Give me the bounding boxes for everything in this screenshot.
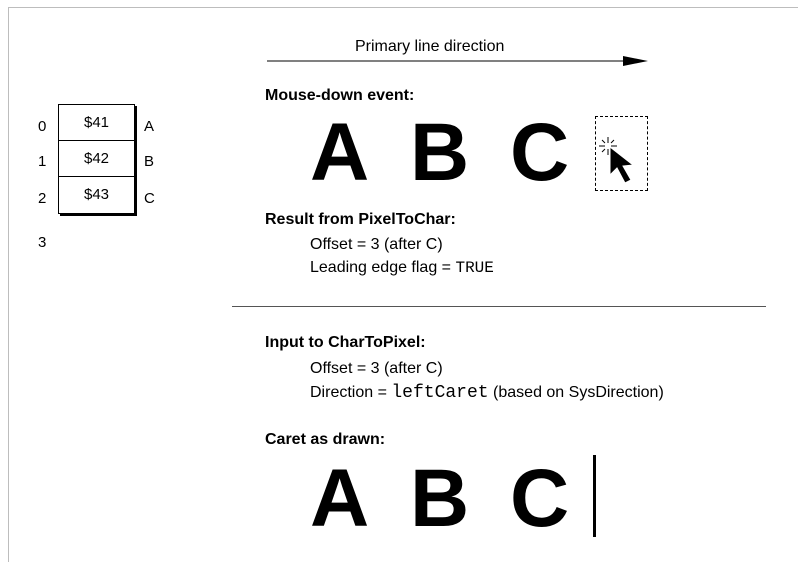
frame-top-border: [8, 7, 798, 8]
mouse-down-heading: Mouse-down event:: [265, 87, 415, 104]
row-index: 0: [38, 118, 47, 135]
row-index: 1: [38, 153, 47, 170]
direction-prefix: Direction =: [310, 384, 392, 401]
caret-letter-a: A: [310, 453, 370, 544]
row-index: 2: [38, 190, 47, 207]
direction-line: Direction = leftCaret (based on SysDirec…: [310, 384, 664, 402]
leading-edge-label: Leading edge flag =: [310, 259, 456, 276]
section-divider: [232, 306, 766, 307]
direction-arrow: [267, 56, 648, 66]
frame-left-border: [8, 7, 9, 562]
table-row: $43: [83, 186, 110, 203]
caret-marker: [593, 455, 596, 537]
table-row: $41: [59, 105, 134, 141]
row-char: B: [144, 153, 155, 170]
click-area-box: [595, 116, 648, 191]
leading-edge-value: TRUE: [455, 259, 494, 277]
cursor-click-icon: [599, 137, 635, 184]
mouse-letter-b: B: [410, 107, 470, 198]
caret-letter-b: B: [410, 453, 470, 544]
input-heading: Input to CharToPixel:: [265, 334, 426, 351]
row-char: C: [144, 190, 155, 207]
leading-edge-line: Leading edge flag = TRUE: [310, 259, 494, 277]
char-code-table: $41 $42 $43: [58, 104, 135, 214]
direction-label: Primary line direction: [355, 38, 505, 55]
input-offset-text: Offset = 3 (after C): [310, 360, 443, 377]
row-char: A: [144, 118, 155, 135]
result-heading: Result from PixelToChar:: [265, 211, 456, 228]
result-offset-text: Offset = 3 (after C): [310, 236, 443, 253]
caret-letter-c: C: [510, 453, 570, 544]
mouse-letter-a: A: [310, 107, 370, 198]
direction-suffix: (based on SysDirection): [488, 384, 664, 401]
table-row: $42: [59, 141, 134, 177]
direction-value: leftCaret: [391, 383, 489, 403]
mouse-letter-c: C: [510, 107, 570, 198]
caret-heading: Caret as drawn:: [265, 431, 386, 448]
row-index-trailing: 3: [38, 234, 47, 251]
